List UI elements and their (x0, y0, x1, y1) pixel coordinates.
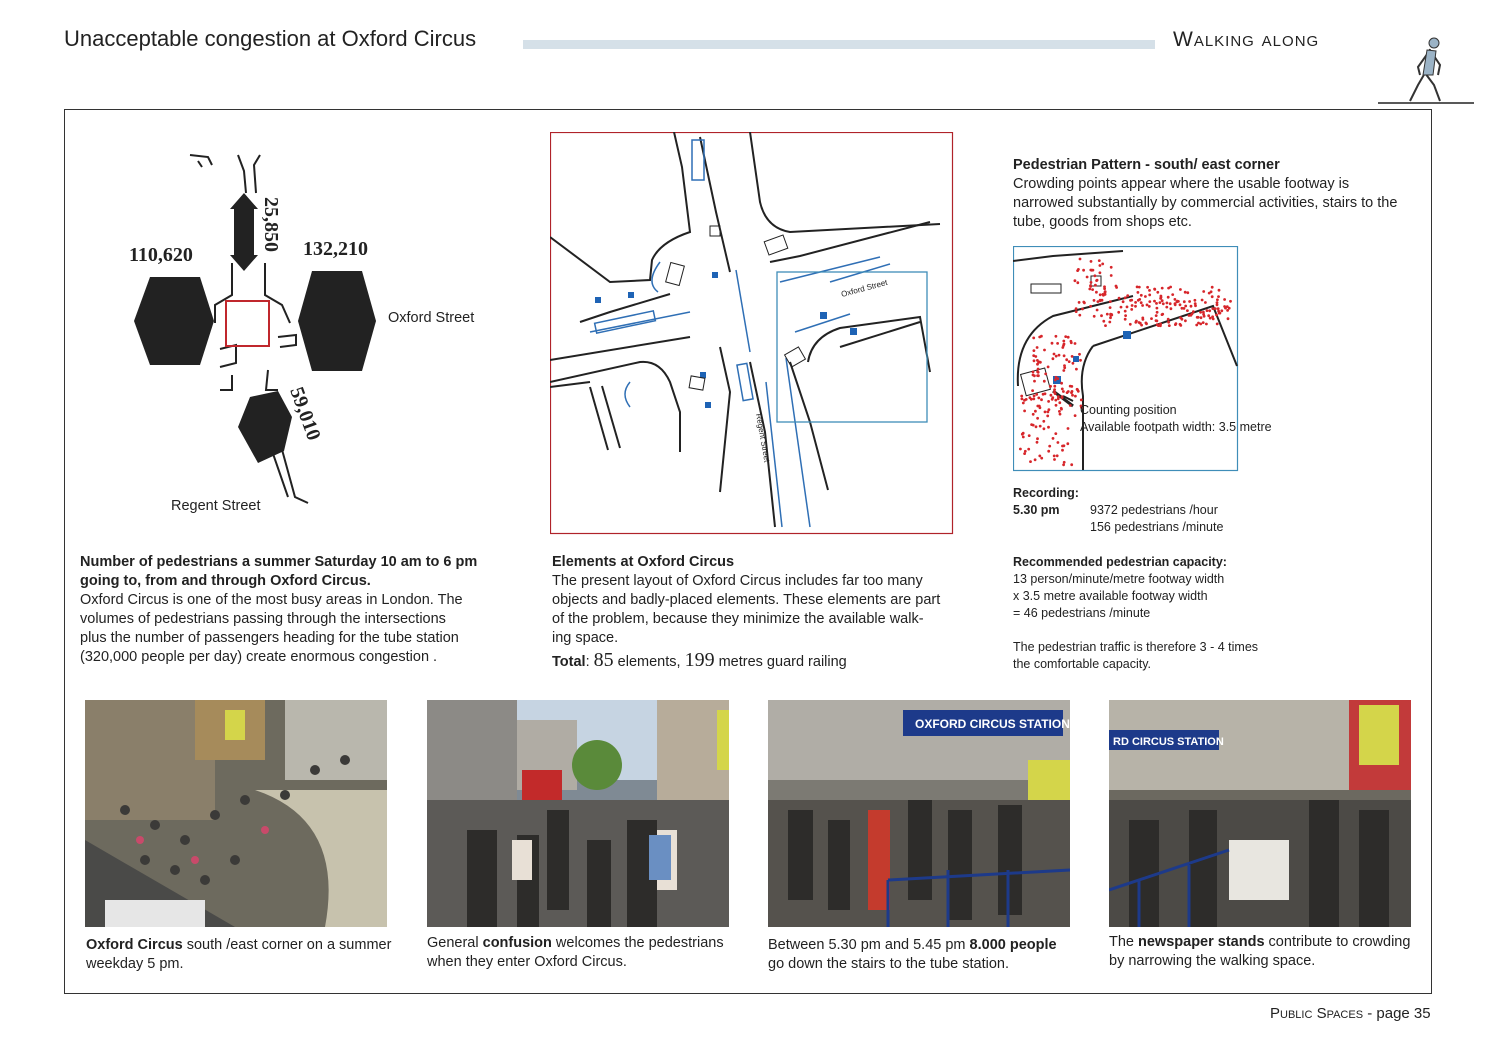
caption-2-pre: General (427, 935, 483, 951)
caption-3-pre: Between 5.30 pm and 5.45 pm (768, 937, 970, 953)
elements-body-line: ing space. (552, 630, 619, 646)
caption-3-line2: go down the stairs to the tube station. (768, 956, 1010, 972)
volume-text-block: Number of pedestrians a summer Saturday … (80, 553, 500, 667)
capacity-block: Recommended pedestrian capacity: 13 pers… (1013, 554, 1333, 673)
capacity-line: x 3.5 metre available footway width (1013, 589, 1208, 603)
pattern-body-line: tube, goods from shops etc. (1013, 214, 1192, 230)
volume-heading-line2: going to, from and through Oxford Circus… (80, 573, 371, 589)
oxford-street-label: Oxford Street (388, 310, 474, 326)
capacity-line: = 46 pedestrians /minute (1013, 606, 1151, 620)
photo-newspaper-stands: RD CIRCUS STATION (1109, 700, 1411, 927)
page-title: Unacceptable congestion at Oxford Circus (64, 26, 477, 51)
elements-count: 85 (593, 649, 614, 671)
station-sign-text: OXFORD CIRCUS STATION (915, 717, 1070, 731)
capacity-line: 13 person/minute/metre footway width (1013, 572, 1225, 586)
caption-1-bold: Oxford Circus (86, 937, 183, 953)
photo-south-east-corner (85, 700, 387, 927)
pattern-text-block: Pedestrian Pattern - south/ east corner … (1013, 156, 1418, 232)
content-frame (64, 109, 1432, 994)
elements-body-line: The present layout of Oxford Circus incl… (552, 573, 923, 589)
elements-heading: Elements at Oxford Circus (552, 554, 735, 570)
elements-text-block: Elements at Oxford Circus The present la… (552, 553, 957, 672)
caption-4-rest: contribute to crowding (1264, 934, 1411, 950)
pattern-body-line: Crowding points appear where the usable … (1013, 176, 1350, 192)
conclusion-line: the comfortable capacity. (1013, 657, 1152, 671)
north-count-label: 25,850 (260, 197, 282, 252)
pedestrian-pattern-map: Counting position (1013, 246, 1239, 472)
volume-body-line: plus the number of passengers heading fo… (80, 630, 459, 646)
per-minute-value: 156 pedestrians /minute (1090, 520, 1224, 534)
pedestrian-dots (1019, 257, 1232, 467)
caption-2-bold: confusion (482, 935, 552, 951)
footpath-width-label: Available footpath width: 3.5 metre (1080, 420, 1272, 434)
volume-heading-line1: Number of pedestrians a summer Saturday … (80, 554, 478, 570)
caption-1-rest: south /east corner on a summer (182, 937, 392, 953)
volume-body-line: Oxford Circus is one of the most busy ar… (80, 592, 463, 608)
station-sign-partial-text: RD CIRCUS STATION (1113, 736, 1224, 748)
elements-map: Oxford Street Regent Street (550, 132, 954, 535)
footer-page: - page 35 (1367, 1005, 1431, 1022)
pedestrian-volume-diagram: 25,850 110,620 132,210 59,010 Oxford Str… (129, 154, 474, 514)
elements-body-line: of the problem, because they minimize th… (552, 611, 924, 627)
page-footer: Public Spaces - page 35 (1270, 1005, 1431, 1022)
photo-tube-stairs: OXFORD CIRCUS STATION (768, 700, 1070, 927)
recording-block: Recording: 5.30 pm 9372 pedestrians /hou… (1013, 485, 1313, 536)
elements-total-line: Total: 85 elements, 199 metres guard rai… (552, 649, 847, 671)
caption-4-line2: by narrowing the walking space. (1109, 953, 1316, 969)
railing-count: 199 (684, 649, 715, 671)
caption-2-rest: welcomes the pedestrians (551, 935, 724, 951)
capacity-heading: Recommended pedestrian capacity: (1013, 555, 1227, 569)
header-rule (523, 40, 1155, 49)
total-label: Total (552, 654, 586, 670)
east-count-label: 132,210 (303, 238, 368, 260)
caption-1: Oxford Circus south /east corner on a su… (86, 936, 396, 974)
railing-text: metres guard railing (718, 654, 847, 670)
south-count-label: 59,010 (285, 384, 324, 443)
caption-3: Between 5.30 pm and 5.45 pm 8.000 people… (768, 936, 1078, 974)
caption-3-bold: 8.000 people (969, 937, 1057, 953)
caption-4-bold: newspaper stands (1138, 934, 1265, 950)
footer-section: Public Spaces (1270, 1005, 1364, 1022)
caption-4-pre: The (1109, 934, 1139, 950)
regent-street-label: Regent Street (171, 498, 260, 514)
conclusion-line: The pedestrian traffic is therefore 3 - … (1013, 640, 1259, 654)
walking-person-icon (1378, 37, 1474, 104)
recording-label: Recording: (1013, 486, 1079, 500)
pattern-heading: Pedestrian Pattern - south/ east corner (1013, 157, 1280, 173)
caption-2: General confusion welcomes the pedestria… (427, 934, 737, 972)
caption-4: The newspaper stands contribute to crowd… (1109, 933, 1419, 971)
caption-1-line2: weekday 5 pm. (86, 956, 184, 972)
section-title: Walking along (1173, 28, 1320, 51)
caption-2-line2: when they enter Oxford Circus. (427, 954, 627, 970)
pattern-body-line: narrowed substantially by commercial act… (1013, 195, 1398, 211)
photo-confusion (427, 700, 729, 927)
elements-text: elements, (617, 654, 681, 670)
volume-body-line: (320,000 people per day) create enormous… (80, 649, 438, 665)
recording-time: 5.30 pm (1013, 503, 1060, 517)
counting-position-label: Counting position (1080, 403, 1177, 417)
elements-body-line: objects and badly-placed elements. These… (552, 592, 941, 608)
west-count-label: 110,620 (129, 244, 193, 266)
per-hour-value: 9372 pedestrians /hour (1090, 503, 1218, 517)
volume-body-line: volumes of pedestrians passing through t… (80, 611, 446, 627)
